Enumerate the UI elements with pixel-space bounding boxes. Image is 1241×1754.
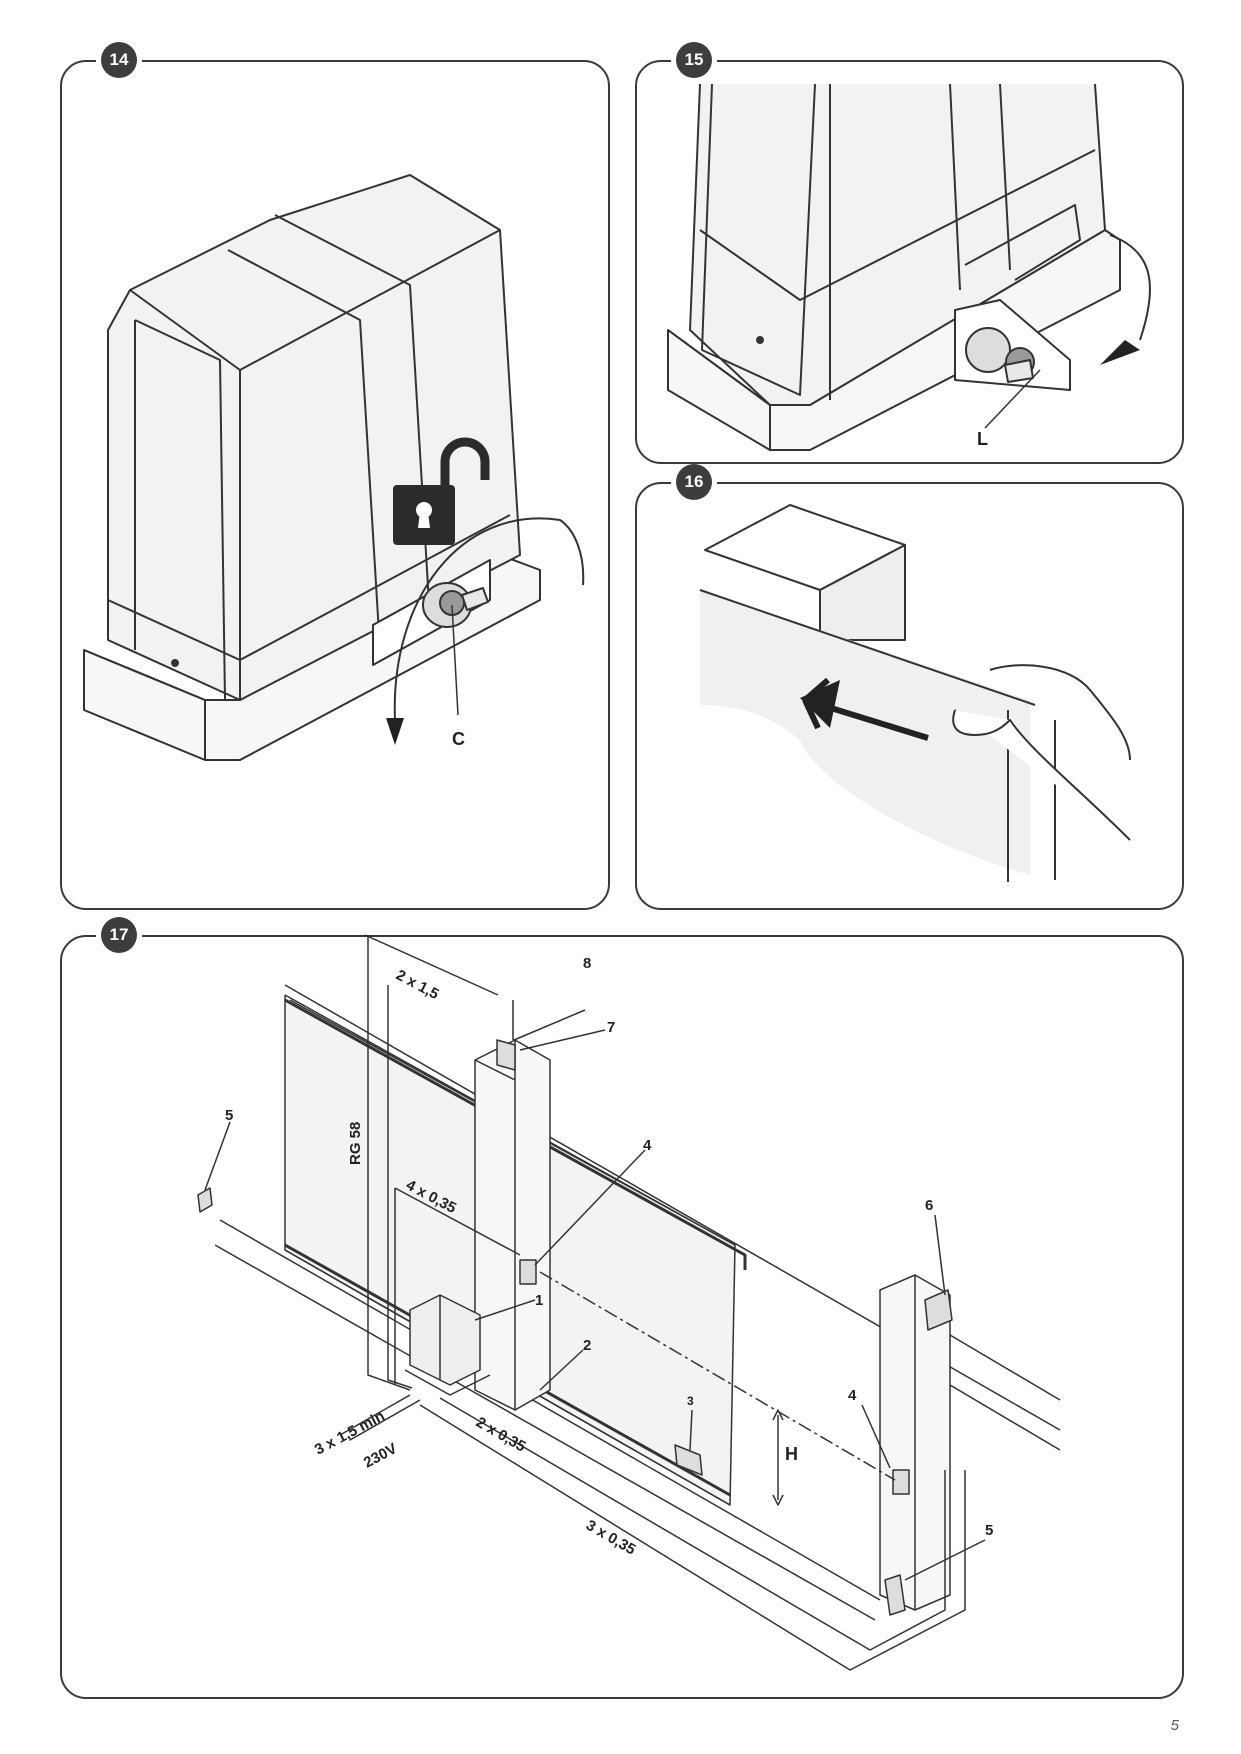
figure-15-panel — [635, 60, 1184, 464]
figure-16-badge: 16 — [676, 464, 712, 500]
figure-14-badge: 14 — [101, 42, 137, 78]
figure-17-badge: 17 — [101, 917, 137, 953]
page-number: 5 — [1170, 1717, 1179, 1734]
figure-16-panel — [635, 482, 1184, 910]
figure-15-badge: 15 — [676, 42, 712, 78]
figure-14-panel — [60, 60, 610, 910]
figure-17-panel — [60, 935, 1184, 1699]
